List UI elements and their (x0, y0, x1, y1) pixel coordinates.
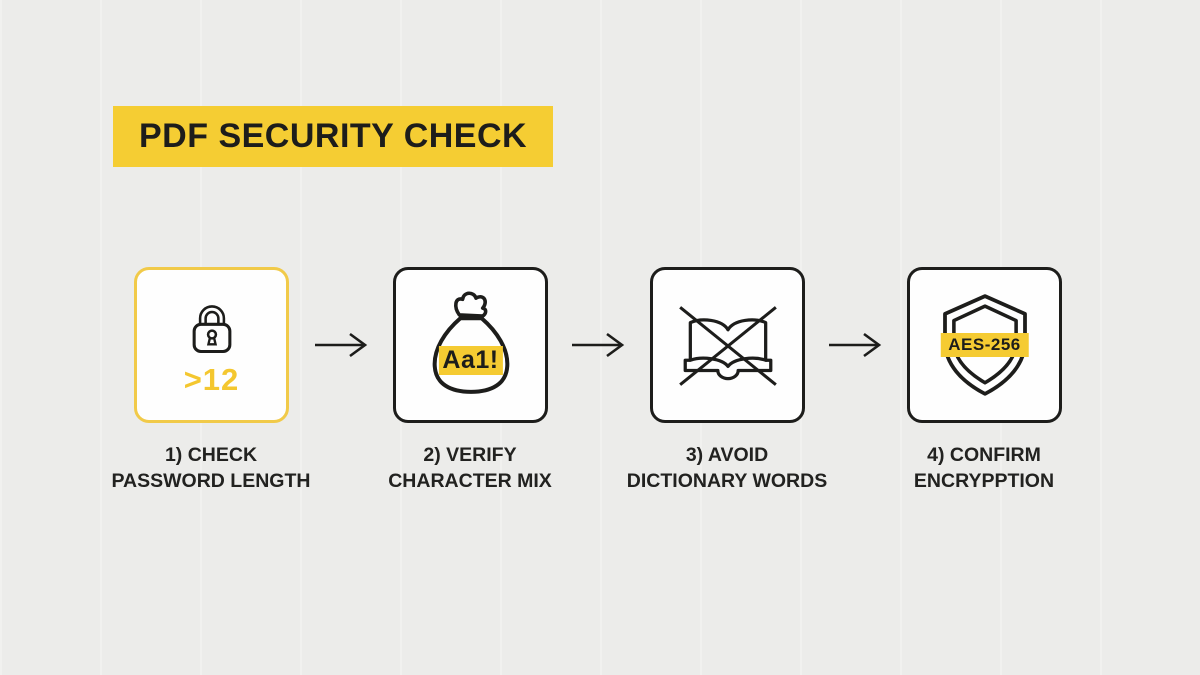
step-label-dictionary-words: 3) AVOID DICTIONARY WORDS (626, 444, 828, 492)
character-mix-badge: Aa1! (438, 346, 503, 375)
arrow-right-icon (313, 331, 371, 359)
step-label-password-length: 1) CHECK PASSWORD LENGTH (111, 444, 311, 492)
money-bag-icon: Aa1! (418, 289, 524, 401)
crossed-book-icon (672, 298, 784, 392)
step-card-dictionary-words (650, 267, 805, 423)
encryption-badge: AES-256 (940, 333, 1029, 357)
step-card-encryption: AES-256 (907, 267, 1062, 423)
step-card-character-mix: Aa1! (393, 267, 548, 423)
arrow-right-icon (570, 331, 628, 359)
step-card-password-length: >12 (134, 267, 289, 423)
arrow-right-icon (827, 331, 885, 359)
password-length-badge: >12 (183, 362, 240, 397)
page-title: PDF SECURITY CHECK (113, 106, 554, 167)
shield-icon: AES-256 (935, 289, 1035, 401)
lock-icon (178, 292, 246, 360)
step-label-character-mix: 2) VERIFY CHARACTER MIX (388, 444, 552, 492)
step-label-encryption: 4) CONFIRM ENCRYPPTION (913, 444, 1055, 492)
